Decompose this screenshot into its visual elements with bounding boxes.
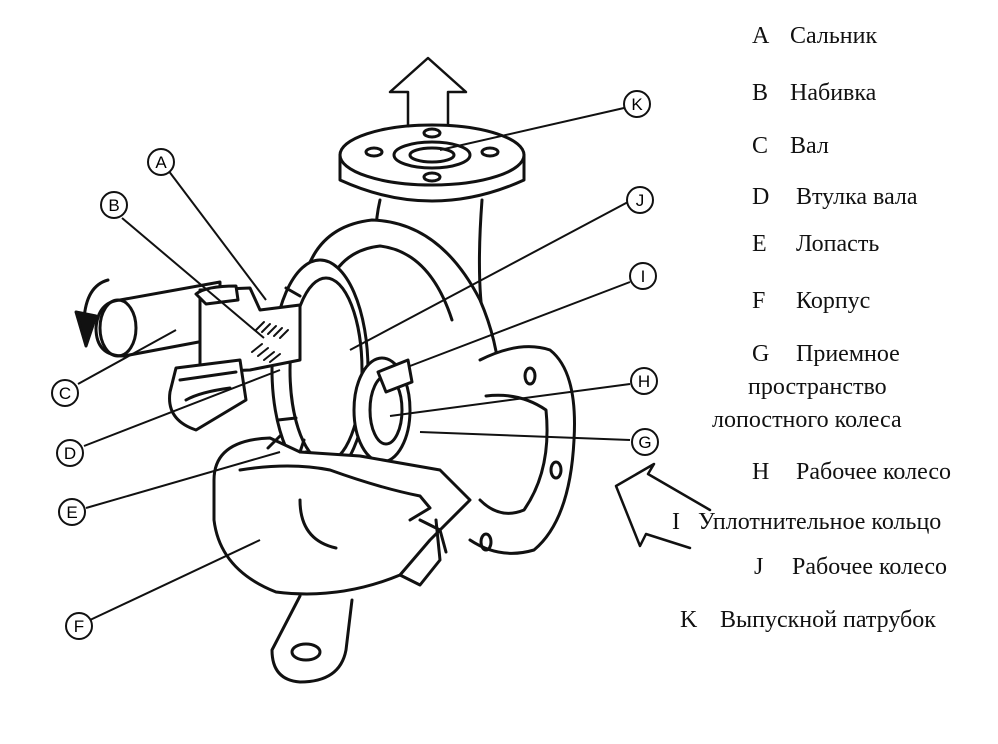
callout-k: K	[623, 90, 651, 118]
volute-lower	[212, 436, 472, 596]
callout-i: I	[629, 262, 657, 290]
callout-a: A	[147, 148, 175, 176]
svg-text:H: H	[638, 372, 650, 391]
svg-text:I: I	[641, 267, 646, 286]
suction-flange	[468, 345, 576, 555]
svg-text:C: C	[59, 384, 71, 403]
pump-cutaway-diagram: A B C D E F G H I J K	[51, 56, 712, 684]
legend-item-g-line3: лопостного колеса	[712, 407, 902, 433]
svg-text:E: E	[66, 503, 77, 522]
callout-c: C	[51, 379, 79, 407]
svg-text:G: G	[638, 433, 651, 452]
svg-text:D: D	[64, 444, 76, 463]
svg-text:K: K	[631, 95, 643, 114]
callout-b: B	[100, 191, 128, 219]
outlet-flow-arrow	[388, 56, 468, 127]
svg-text:A: A	[155, 153, 167, 172]
svg-text:B: B	[108, 196, 119, 215]
pump-foot	[270, 594, 354, 684]
callout-f: F	[65, 612, 93, 640]
callout-e: E	[58, 498, 86, 526]
callout-h: H	[630, 367, 658, 395]
legend-item-g-line2: пространство	[748, 374, 887, 400]
callout-d: D	[56, 439, 84, 467]
callout-j: J	[626, 186, 654, 214]
callout-g: G	[631, 428, 659, 456]
svg-text:F: F	[74, 617, 84, 636]
svg-text:J: J	[636, 191, 645, 210]
inlet-flow-arrow	[614, 462, 712, 550]
